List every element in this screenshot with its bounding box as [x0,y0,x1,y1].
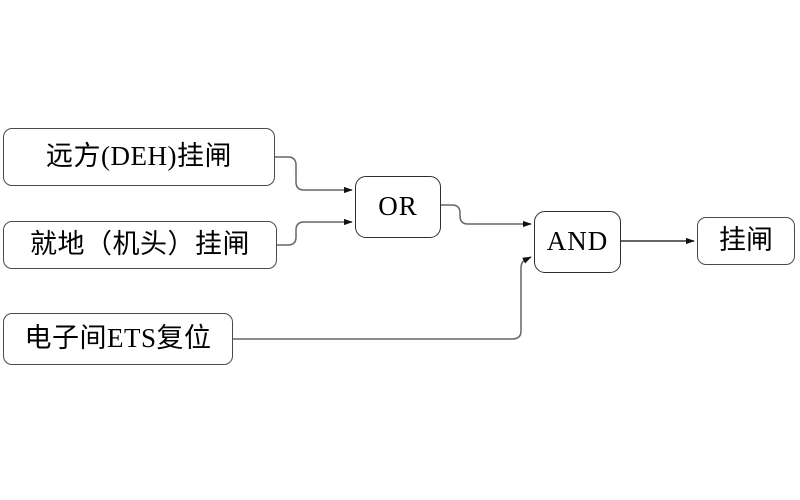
connector-local-head-to-or [277,218,353,246]
gate-label-and: AND [546,226,609,257]
connector-ets-to-and [233,256,532,340]
input-box-ets-reset[interactable]: 电子间ETS复位 [3,313,233,365]
input-label-ets-reset: 电子间ETS复位 [24,323,212,354]
connector-remote-deh-to-or [275,156,353,194]
input-label-remote-deh: 远方(DEH)挂闸 [46,141,232,172]
input-label-local-head: 就地（机头）挂闸 [30,229,250,260]
gate-or[interactable]: OR [355,176,441,238]
output-box-brake-apply[interactable]: 挂闸 [697,217,795,265]
output-label-brake-apply: 挂闸 [719,225,773,256]
connector-or-to-and [441,204,532,228]
input-box-local-head[interactable]: 就地（机头）挂闸 [3,221,277,269]
gate-label-or: OR [378,191,418,222]
gate-and[interactable]: AND [534,211,621,273]
input-box-remote-deh[interactable]: 远方(DEH)挂闸 [3,128,275,186]
